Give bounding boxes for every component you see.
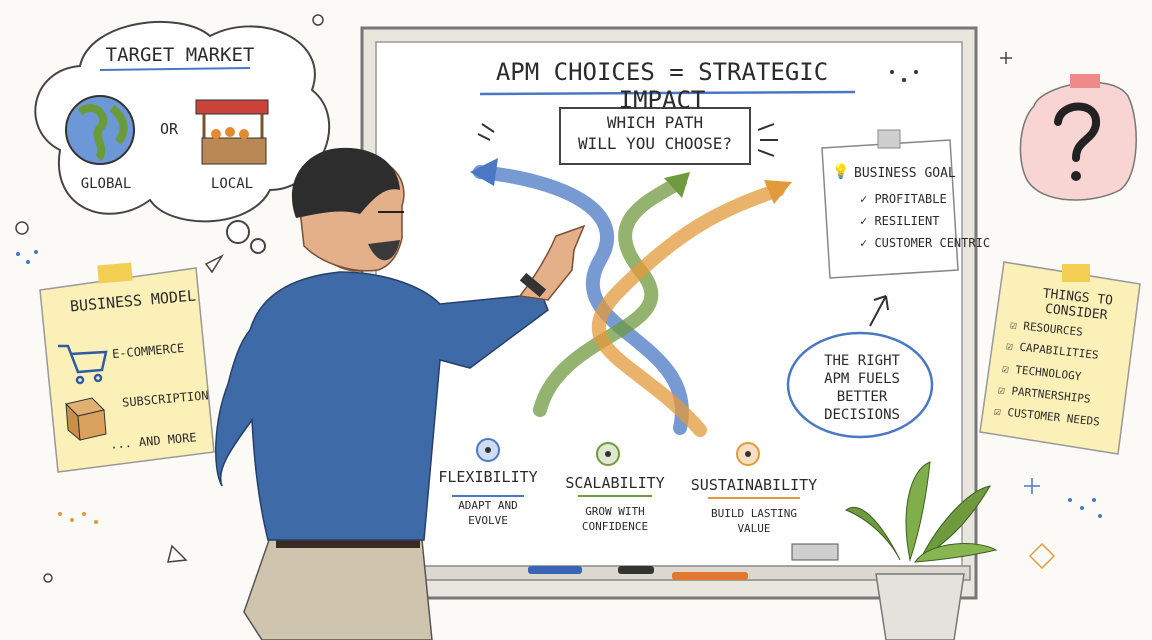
right-apm-line2: APM FUELS [824, 371, 900, 387]
goal-item-resilient: ✓ RESILIENT [860, 214, 940, 228]
pillar-sustainability-title: SUSTAINABILITY [690, 476, 818, 494]
global-label: GLOBAL [80, 176, 132, 192]
dot-patterns [16, 70, 1102, 524]
person-figure [215, 147, 586, 640]
arrow-icon [869, 295, 889, 327]
goal-item-label: CUSTOMER CENTRIC [874, 236, 991, 250]
path-arrows [470, 158, 792, 437]
pillar-sustainability-sub: BUILD LASTING VALUE [684, 506, 824, 536]
right-apm-note: THE RIGHT APM FUELS BETTER DECISIONS [812, 352, 912, 424]
pillar-icons [452, 438, 800, 499]
or-label: OR [160, 120, 179, 138]
path-question: WHICH PATH WILL YOU CHOOSE? [566, 112, 744, 154]
pillar-sub-line: GROW WITH [585, 505, 645, 518]
globe-icon [65, 95, 135, 165]
business-goal-title: BUSINESS GOAL [854, 166, 956, 181]
plant-icon [844, 461, 998, 640]
pillar-scalability-title: SCALABILITY [565, 474, 665, 492]
pillar-sub-line: VALUE [737, 522, 771, 535]
cart-icon [58, 344, 108, 385]
path-question-line2: WILL YOU CHOOSE? [577, 134, 733, 153]
goal-item-profitable: ✓ PROFITABLE [860, 192, 947, 206]
pillar-sub-line: CONFIDENCE [581, 520, 649, 533]
right-apm-line3: BETTER [836, 389, 888, 405]
pillar-scalability-sub: GROW WITH CONFIDENCE [545, 504, 685, 534]
local-label: LOCAL [210, 176, 254, 192]
thought-cloud [34, 20, 331, 254]
market-stall-icon [195, 99, 269, 165]
pillar-flexibility-sub: ADAPT AND EVOLVE [418, 498, 558, 528]
box-icon [65, 397, 107, 442]
right-apm-circle [786, 331, 934, 439]
pillar-sub-line: ADAPT AND [458, 499, 518, 512]
question-mark-icon [1019, 74, 1137, 201]
goal-item-customer-centric: ✓ CUSTOMER CENTRIC [860, 236, 991, 250]
pillar-flexibility-title: FLEXIBILITY [438, 468, 538, 486]
question-box [559, 107, 751, 165]
target-market-title: TARGET MARKET [105, 44, 255, 66]
right-apm-line4: DECISIONS [824, 407, 900, 423]
goal-item-label: RESILIENT [874, 214, 940, 228]
markers [528, 543, 839, 580]
lightbulb-icon: 💡 [832, 164, 850, 180]
decorative-doodles [15, 14, 1056, 583]
goal-item-label: PROFITABLE [874, 192, 947, 206]
emphasis-lines [477, 123, 778, 157]
right-apm-line1: THE RIGHT [824, 353, 900, 369]
whiteboard [360, 26, 978, 600]
board-title: APM CHOICES = STRATEGIC IMPACT [495, 58, 829, 114]
path-question-line1: WHICH PATH [606, 113, 704, 132]
things-to-consider-note [979, 261, 1141, 455]
business-goal-note [821, 129, 959, 279]
pillar-sub-line: BUILD LASTING [710, 507, 798, 520]
pillar-sub-line: EVOLVE [468, 514, 508, 527]
